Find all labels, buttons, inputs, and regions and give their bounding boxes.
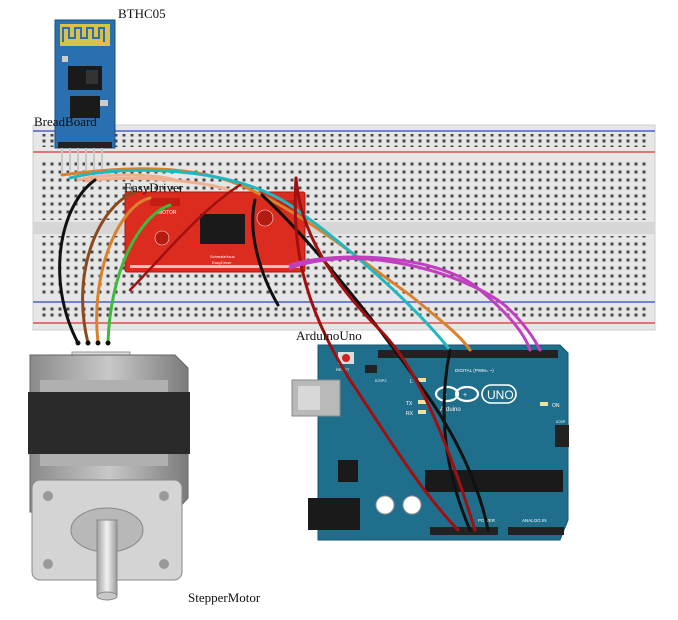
driver-motor-text: MOTOR	[158, 210, 177, 216]
wire-motor-green	[106, 203, 172, 345]
stepper-motor	[28, 351, 190, 601]
svg-text:ON: ON	[552, 403, 560, 409]
digital-header	[378, 350, 558, 358]
wire-red-short	[128, 183, 242, 292]
wires	[58, 167, 542, 532]
antenna-area	[60, 24, 110, 46]
svg-text:RX: RX	[406, 411, 414, 417]
bt-header-pins	[58, 142, 112, 176]
wire-dir	[288, 257, 542, 352]
svg-text:L: L	[410, 379, 413, 385]
antenna-trace	[62, 27, 105, 42]
uno-logo-text: UNO	[487, 388, 514, 402]
wire-driver-gnd	[251, 198, 280, 307]
motor-shaft	[96, 519, 118, 597]
bluetooth-module-label: BTHC05	[118, 6, 166, 21]
arduino-label: ArduinoUno	[296, 328, 362, 343]
driver-schmalz-text: SchmalzHaus	[210, 254, 235, 259]
svg-text:ANALOG IN: ANALOG IN	[522, 518, 547, 523]
motor-band	[28, 392, 190, 454]
analog-header	[508, 527, 564, 535]
svg-text:DIGITAL (PWM= ~): DIGITAL (PWM= ~)	[455, 368, 494, 373]
easydriver-label: EasyDriver	[124, 180, 184, 195]
bottom-rail-holes	[40, 305, 648, 318]
power-header	[430, 527, 498, 535]
svg-text:ICSP2: ICSP2	[375, 378, 387, 383]
wire-vin-2	[294, 176, 477, 532]
driver-chip	[200, 214, 245, 244]
bluetooth-module	[54, 19, 116, 176]
wire-vin-1	[293, 176, 460, 532]
wire-bt-rx	[68, 168, 452, 352]
svg-text:ICSP: ICSP	[556, 419, 566, 424]
wire-motor-orange	[95, 196, 152, 345]
arduino-uno-board: RESET DIGITAL (PWM= ~) ICSP2 L TX RX ON …	[291, 344, 569, 541]
power-jack	[308, 498, 360, 530]
stepper-motor-label: StepperMotor	[188, 590, 261, 605]
wire-bt-gnd	[84, 176, 232, 192]
breadboard-label: BreadBoard	[34, 114, 97, 129]
wire-motor-black	[58, 178, 97, 345]
svg-text:+: +	[463, 392, 467, 399]
wire-motor-brown	[81, 190, 137, 345]
atmega-chip	[425, 470, 563, 492]
driver-brand-text: EasyDriver	[212, 260, 232, 265]
svg-text:Arduino: Arduino	[440, 407, 461, 413]
bt-chip-label	[86, 70, 98, 84]
bt-chip-2	[70, 96, 100, 118]
wire-gnd-2	[442, 348, 472, 532]
easydriver-board: MOTOR SchmalzHaus EasyDriver	[124, 191, 306, 273]
svg-text:TX: TX	[406, 401, 413, 407]
top-rail-holes	[40, 134, 648, 147]
